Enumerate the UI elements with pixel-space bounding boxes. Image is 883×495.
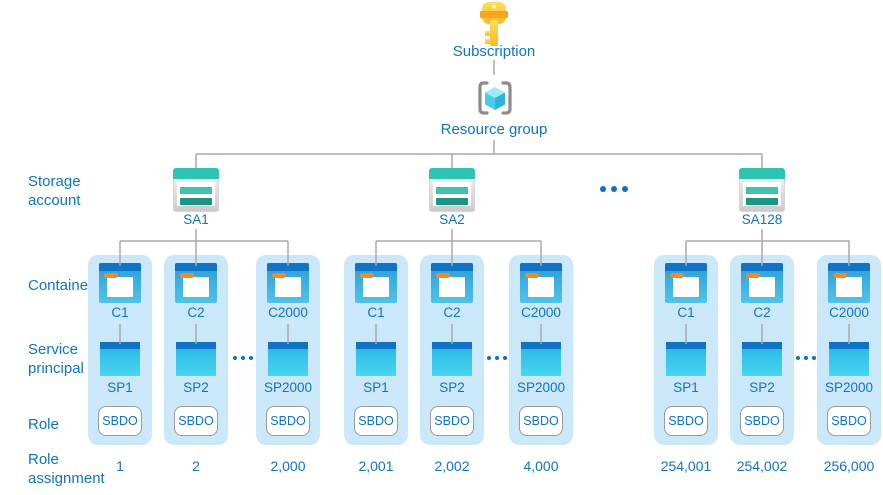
container-column-sa128-c2: C2 SP2 SBDO: [730, 255, 794, 445]
connector-sa1-to-containers: [119, 229, 289, 266]
role-assignment-count: 256,000: [823, 458, 875, 474]
connector-container-to-sp: [119, 324, 850, 344]
container-icon: [665, 263, 707, 303]
subscription-key-icon: [477, 2, 511, 46]
role-assignment-count: 2,000: [270, 458, 306, 474]
connector-sa2-to-containers: [375, 229, 542, 266]
ellipsis-containers-sa1-icon: [233, 356, 253, 360]
container-icon: [431, 263, 473, 303]
container-label: C1: [367, 305, 385, 320]
container-label: C1: [677, 305, 695, 320]
service-principal-label: SP2: [749, 380, 775, 395]
storage-account-label-sa2: SA2: [439, 212, 465, 227]
service-principal-icon: [829, 342, 869, 376]
container-column-sa1-c2000: C2000 SP2000 SBDO: [256, 255, 320, 445]
role-badge: SBDO: [430, 406, 474, 436]
row-label-service-principal: Service principal: [28, 341, 84, 377]
row-label-container: Container: [28, 277, 94, 294]
service-principal-label: SP1: [363, 380, 389, 395]
role-assignment-count: 254,002: [736, 458, 788, 474]
role-badge: SBDO: [519, 406, 563, 436]
role-badge: SBDO: [664, 406, 708, 436]
container-column-sa2-c2: C2 SP2 SBDO: [420, 255, 484, 445]
row-label-role: Role: [28, 416, 59, 433]
role-badge: SBDO: [98, 406, 142, 436]
container-column-sa2-c1: C1 SP1 SBDO: [344, 255, 408, 445]
service-principal-label: SP1: [673, 380, 699, 395]
container-icon: [99, 263, 141, 303]
storage-account-label-sa128: SA128: [741, 212, 783, 227]
container-label: C2000: [829, 305, 869, 320]
storage-account-label-sa1: SA1: [183, 212, 209, 227]
container-column-sa1-c2: C2 SP2 SBDO: [164, 255, 228, 445]
container-label: C2000: [268, 305, 308, 320]
service-principal-icon: [100, 342, 140, 376]
resource-group-label: Resource group: [440, 121, 548, 138]
service-principal-icon: [356, 342, 396, 376]
role-assignment-count: 2: [192, 458, 200, 474]
role-assignment-count: 2,001: [358, 458, 394, 474]
service-principal-label: SP2: [439, 380, 465, 395]
storage-account-icon-sa2: [429, 168, 475, 212]
role-assignment-count: 4,000: [523, 458, 559, 474]
role-badge: SBDO: [174, 406, 218, 436]
role-assignment-count: 2,002: [434, 458, 470, 474]
container-label: C2000: [521, 305, 561, 320]
service-principal-icon: [432, 342, 472, 376]
role-badge: SBDO: [354, 406, 398, 436]
role-badge: SBDO: [266, 406, 310, 436]
container-label: C2: [187, 305, 205, 320]
role-badge: SBDO: [740, 406, 784, 436]
role-badge: SBDO: [827, 406, 871, 436]
storage-account-icon-sa128: [739, 168, 785, 212]
service-principal-label: SP2000: [263, 380, 313, 395]
container-icon: [355, 263, 397, 303]
ellipsis-containers-sa128-icon: [796, 356, 816, 360]
service-principal-icon: [666, 342, 706, 376]
container-column-sa2-c2000: C2000 SP2000 SBDO: [509, 255, 573, 445]
container-column-sa128-c2000: C2000 SP2000 SBDO: [817, 255, 881, 445]
service-principal-icon: [268, 342, 308, 376]
role-assignment-count: 254,001: [660, 458, 712, 474]
row-label-storage-account: Storage account: [28, 173, 81, 209]
service-principal-label: SP2000: [516, 380, 566, 395]
container-label: C2: [443, 305, 461, 320]
container-column-sa128-c1: C1 SP1 SBDO: [654, 255, 718, 445]
container-label: C1: [111, 305, 129, 320]
service-principal-icon: [176, 342, 216, 376]
row-label-role-assignment: Role assignment: [28, 451, 105, 487]
service-principal-label: SP2: [183, 380, 209, 395]
container-icon: [741, 263, 783, 303]
ellipsis-storage-accounts-icon: [600, 186, 628, 192]
container-icon: [520, 263, 562, 303]
container-icon: [828, 263, 870, 303]
connector-resource-group-to-storage-accounts: [195, 140, 763, 170]
container-column-sa1-c1: C1 SP1 SBDO: [88, 255, 152, 445]
connector-sa128-to-containers: [685, 229, 850, 266]
ellipsis-containers-sa2-icon: [487, 356, 507, 360]
service-principal-icon: [521, 342, 561, 376]
resource-group-icon: [476, 77, 514, 119]
role-assignment-count: 1: [116, 458, 124, 474]
subscription-label: Subscription: [452, 43, 536, 60]
container-label: C2: [753, 305, 771, 320]
storage-account-icon-sa1: [173, 168, 219, 212]
container-icon: [175, 263, 217, 303]
service-principal-label: SP2000: [824, 380, 874, 395]
service-principal-icon: [742, 342, 782, 376]
container-icon: [267, 263, 309, 303]
service-principal-label: SP1: [107, 380, 133, 395]
